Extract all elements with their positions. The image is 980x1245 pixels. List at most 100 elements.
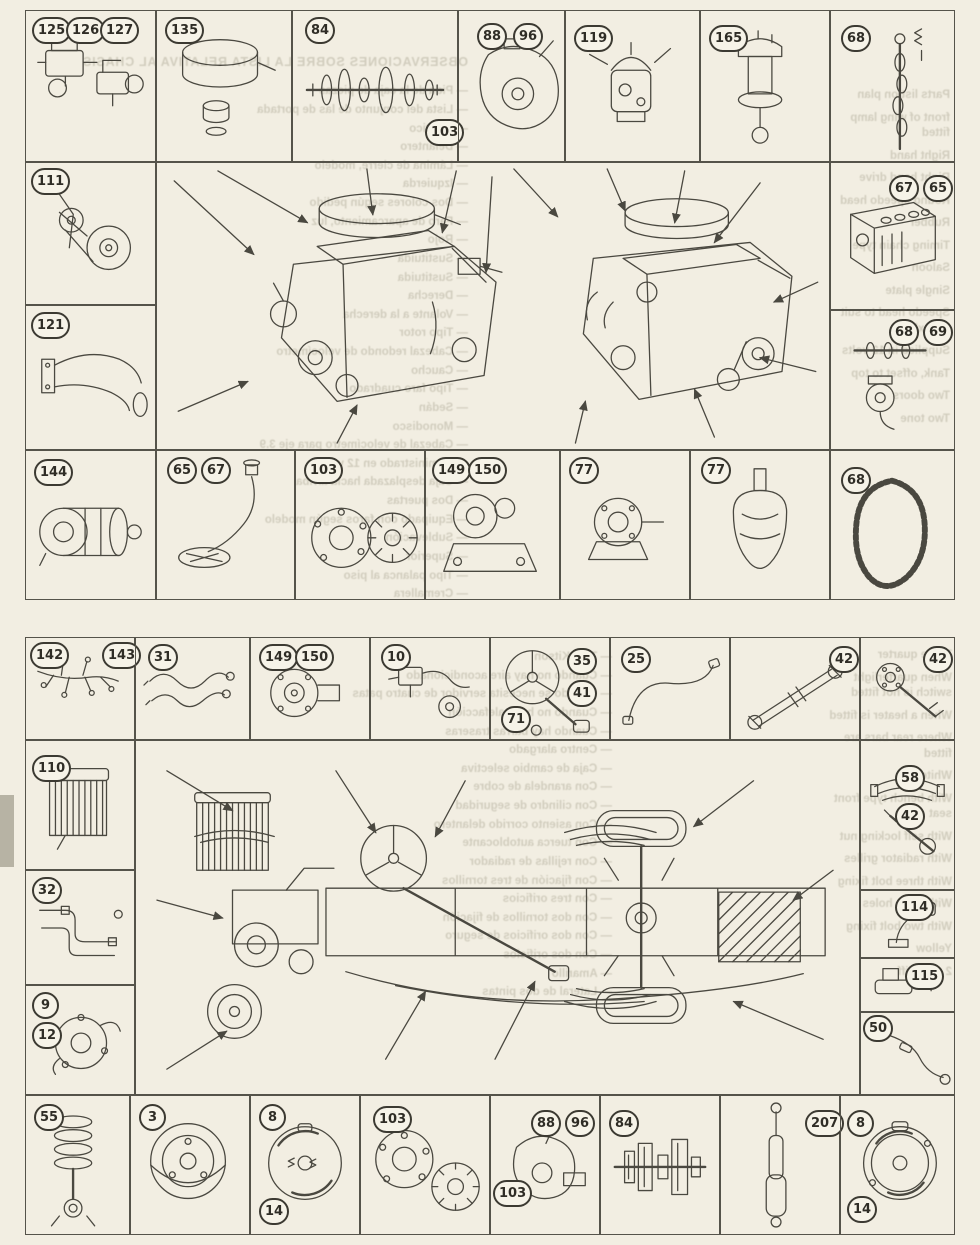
cell-brake-shoes: 8 14 bbox=[250, 1095, 360, 1235]
part-number-badge: 35 bbox=[567, 648, 598, 675]
cell-master-cylinder: 115 bbox=[860, 958, 955, 1012]
part-number-badge: 103 bbox=[373, 1106, 413, 1133]
cell-engine-block: 67 65 bbox=[830, 162, 955, 310]
cell-shock-absorber: 207 bbox=[720, 1095, 845, 1235]
cell-water-pump: 77 bbox=[560, 450, 690, 600]
cell-pedal: 114 bbox=[860, 890, 955, 958]
part-number-badge: 103 bbox=[304, 457, 344, 484]
clutch-illustration bbox=[311, 507, 418, 568]
part-number-badge: 68 bbox=[889, 319, 920, 346]
part-number-badge: 96 bbox=[565, 1110, 596, 1137]
part-number-badge: 88 bbox=[477, 23, 508, 50]
part-number-badge: 84 bbox=[609, 1110, 640, 1137]
part-number-badge: 150 bbox=[468, 457, 508, 484]
cell-horn: 10 bbox=[370, 637, 490, 740]
halfshaft-illustration bbox=[876, 662, 944, 718]
engine-block-illustration bbox=[850, 201, 936, 275]
horn-relay-illustration bbox=[388, 666, 470, 719]
part-number-badge: 3 bbox=[139, 1104, 166, 1131]
part-number-badge: 14 bbox=[847, 1196, 878, 1223]
cell-brake-drum: 3 bbox=[130, 1095, 250, 1235]
cell-exhaust-manifold: 121 bbox=[25, 305, 156, 450]
oil-filter-illustration bbox=[732, 468, 788, 570]
cell-timing-chain: 68 bbox=[830, 450, 955, 600]
cell-water-pump-housing: 9 12 bbox=[25, 985, 135, 1095]
cell-oil-pickup: 65 67 bbox=[156, 450, 295, 600]
coil-spring-illustration bbox=[50, 1115, 96, 1227]
part-number-badge: 121 bbox=[31, 312, 71, 339]
part-number-badge: 31 bbox=[148, 644, 179, 671]
cell-engine-overview bbox=[156, 162, 830, 450]
part-number-badge: 127 bbox=[100, 17, 140, 44]
pump-housing-illustration bbox=[52, 1013, 121, 1076]
part-number-badge: 150 bbox=[295, 644, 335, 671]
part-number-badge: 42 bbox=[895, 803, 926, 830]
part-number-badge: 25 bbox=[621, 646, 652, 673]
brake-shoes-illustration bbox=[268, 1123, 342, 1201]
water-pump-illustration bbox=[587, 497, 665, 561]
shock-absorber-illustration bbox=[765, 1102, 787, 1228]
engine-assemblies-illustration bbox=[173, 168, 819, 444]
cell-chassis-overview bbox=[135, 740, 860, 1095]
starter-motor-illustration bbox=[443, 493, 537, 572]
part-number-badge: 55 bbox=[34, 1104, 65, 1131]
cell-halfshaft: 42 bbox=[860, 637, 955, 740]
cell-air-cleaner: 135 bbox=[156, 10, 292, 162]
cell-water-pump-pulley: 111 bbox=[25, 162, 156, 305]
bellhousing-illustration bbox=[479, 38, 559, 130]
gear-train-illustration bbox=[613, 1138, 707, 1196]
cell-speedo-cable: 25 bbox=[610, 637, 730, 740]
cell-starter-motor: 149 150 bbox=[425, 450, 560, 600]
cell-generator: 144 bbox=[25, 450, 156, 600]
cell-carburetor: 125 126 127 bbox=[25, 10, 156, 162]
cell-dynamo: 149 150 bbox=[250, 637, 370, 740]
part-number-badge: 111 bbox=[31, 168, 71, 195]
pulley-bracket-illustration bbox=[54, 188, 132, 271]
cell-oil-pump: 68 69 bbox=[830, 310, 955, 450]
brake-backplate-illustration bbox=[862, 1121, 937, 1201]
speedo-cable-illustration bbox=[622, 658, 721, 725]
part-number-badge: 9 bbox=[32, 992, 59, 1019]
camshaft-illustration bbox=[892, 28, 923, 151]
cell-wiring-harness: 142 143 bbox=[25, 637, 142, 740]
part-number-badge: 41 bbox=[567, 680, 598, 707]
cell-clutch: 103 bbox=[295, 450, 425, 600]
part-number-badge: 10 bbox=[381, 644, 412, 671]
cell-steering-column: 35 41 71 bbox=[490, 637, 610, 740]
cell-propshaft: 42 bbox=[730, 637, 860, 740]
part-number-badge: 207 bbox=[805, 1110, 845, 1137]
manifold-illustration bbox=[41, 353, 148, 418]
cell-brake-backplate: 8 14 bbox=[840, 1095, 955, 1235]
page-edge-tab bbox=[0, 795, 14, 867]
part-number-badge: 77 bbox=[569, 457, 600, 484]
part-number-badge: 115 bbox=[905, 963, 945, 990]
fuel-pump-illustration bbox=[589, 42, 672, 123]
air-cleaner-illustration bbox=[181, 39, 276, 136]
cell-mainshaft-gears: 84 103 bbox=[292, 10, 465, 162]
part-number-badge: 14 bbox=[259, 1198, 290, 1225]
part-number-badge: 32 bbox=[32, 877, 63, 904]
cable-set-illustration bbox=[143, 671, 235, 708]
part-number-badge: 149 bbox=[432, 457, 472, 484]
cell-camshaft: 68 bbox=[830, 10, 955, 162]
part-number-badge: 143 bbox=[102, 642, 142, 669]
part-number-badge: 69 bbox=[923, 319, 954, 346]
cell-clutch-kit: 103 bbox=[360, 1095, 490, 1235]
part-number-badge: 119 bbox=[574, 25, 614, 52]
timing-chain-illustration bbox=[852, 477, 928, 589]
cell-cable-set: 31 bbox=[135, 637, 250, 740]
part-number-badge: 110 bbox=[32, 755, 72, 782]
part-number-badge: 114 bbox=[895, 894, 935, 921]
cell-rear-spring-axle: 58 42 bbox=[860, 740, 955, 890]
part-number-badge: 126 bbox=[66, 17, 106, 44]
part-number-badge: 142 bbox=[30, 642, 70, 669]
brake-drum-illustration bbox=[150, 1123, 227, 1200]
part-number-badge: 12 bbox=[32, 1022, 63, 1049]
part-number-badge: 71 bbox=[501, 706, 532, 733]
wiring-harness-illustration bbox=[37, 656, 119, 698]
part-number-badge: 77 bbox=[701, 457, 732, 484]
generator-illustration bbox=[39, 507, 142, 567]
part-number-badge: 125 bbox=[32, 17, 72, 44]
cell-oil-filter: 77 bbox=[690, 450, 830, 600]
dynamo-illustration bbox=[270, 668, 341, 718]
